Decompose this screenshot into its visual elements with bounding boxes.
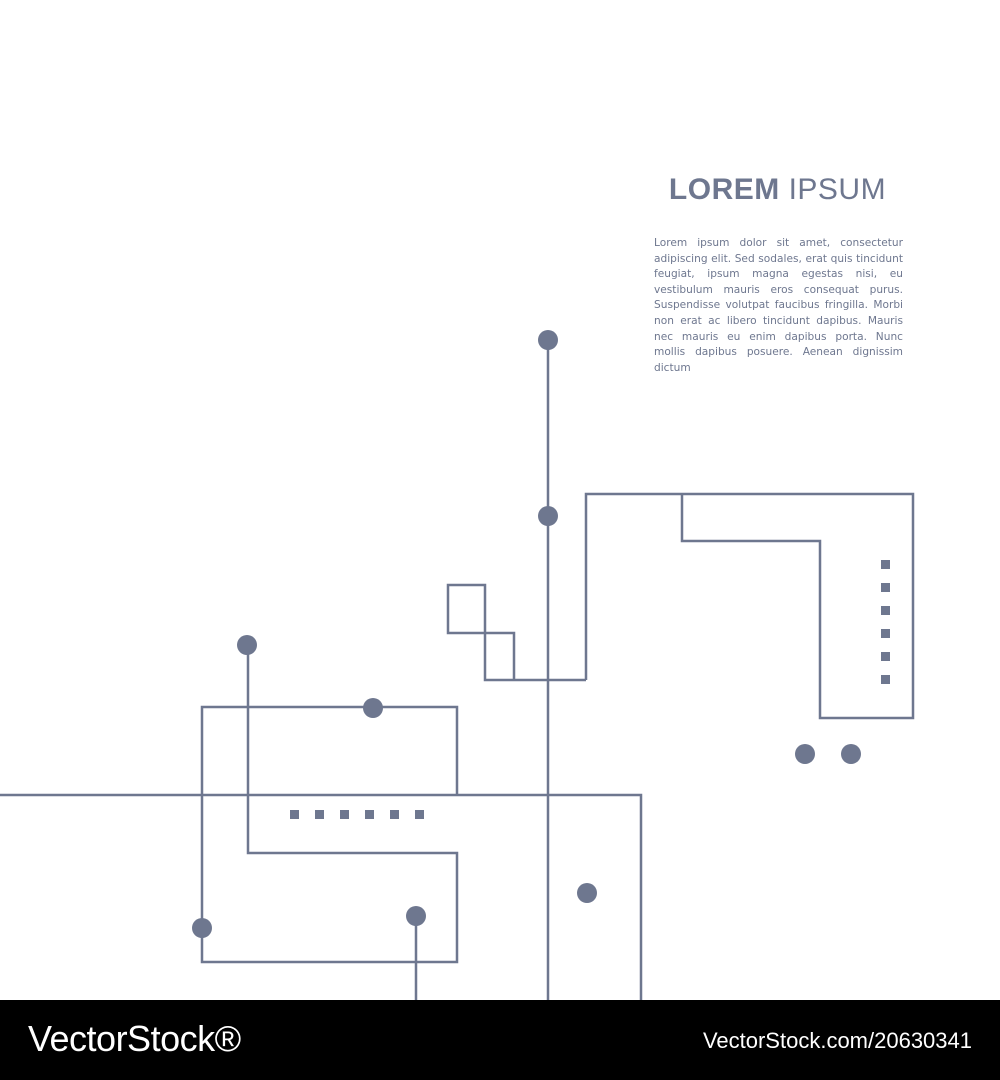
node-dot: [538, 506, 558, 526]
node-dot: [577, 883, 597, 903]
square-marker: [390, 810, 399, 819]
node-dot: [363, 698, 383, 718]
artboard: LOREM IPSUM Lorem ipsum dolor sit amet, …: [0, 173, 915, 1000]
left-loop-line: [200, 645, 459, 964]
node-dot: [795, 744, 815, 764]
node-dot: [538, 330, 558, 350]
title-light: IPSUM: [788, 173, 887, 206]
square-marker: [415, 810, 424, 819]
long-horizontal-line: [0, 793, 643, 1000]
square-marker: [881, 606, 890, 615]
square-marker: [290, 810, 299, 819]
body-paragraph: Lorem ipsum dolor sit amet, consectetur …: [654, 237, 903, 374]
node-dot: [841, 744, 861, 764]
page-title: LOREM IPSUM: [650, 173, 905, 207]
node-dot: [237, 635, 257, 655]
square-marker: [881, 583, 890, 592]
square-marker: [881, 675, 890, 684]
square-marker: [315, 810, 324, 819]
footer-reference: VectorStock.com/20630341: [702, 1028, 972, 1053]
square-marker: [340, 810, 349, 819]
node-dot: [406, 906, 426, 926]
footer-bar: VectorStock® VectorStock.com/20630341: [0, 1000, 1000, 1080]
square-marker: [881, 652, 890, 661]
step-squares-line: [446, 583, 586, 682]
title-bold: LOREM: [668, 173, 780, 206]
square-marker: [881, 629, 890, 638]
circuit-illustration: [0, 330, 915, 1000]
footer-brand: VectorStock®: [28, 1018, 241, 1059]
node-dot: [192, 918, 212, 938]
square-marker: [881, 560, 890, 569]
square-marker: [365, 810, 374, 819]
top-right-bracket-line: [584, 492, 915, 720]
